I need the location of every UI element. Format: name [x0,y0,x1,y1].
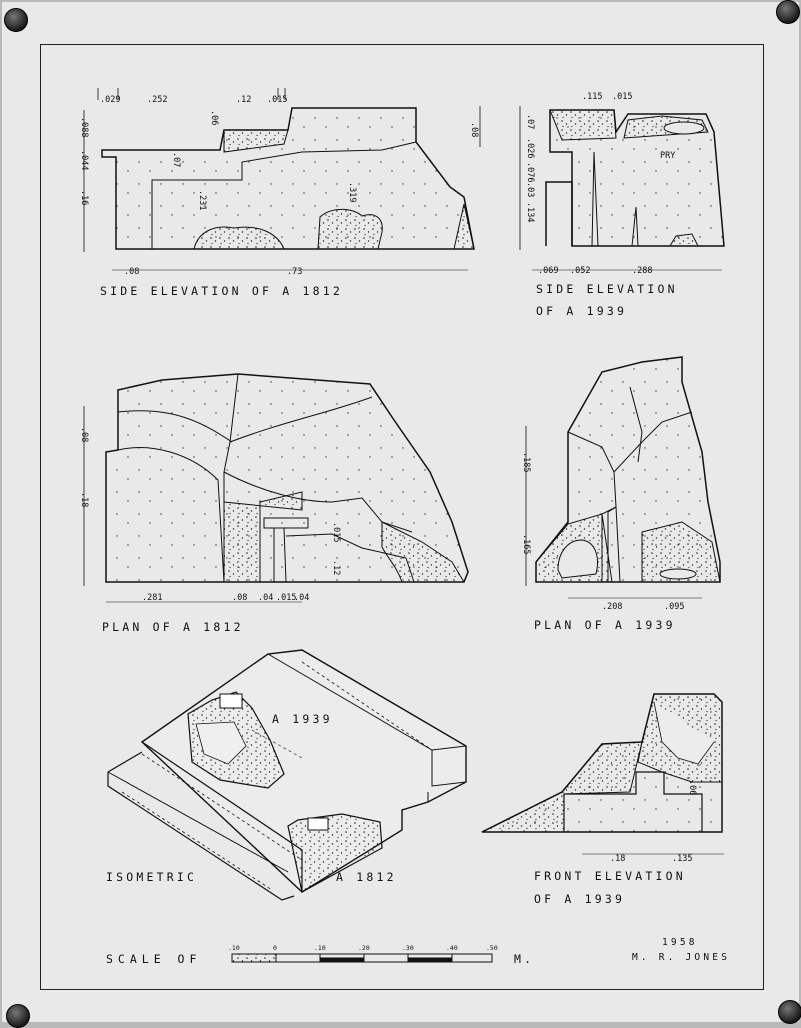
scale-bar [231,953,493,963]
dim-s1-right: .08 [469,122,479,137]
dim-p1-bottom-3: .04 [258,593,273,603]
caption-side-elevation-a1939-line1: SIDE ELEVATION [536,282,678,296]
pin-top-left [4,8,28,32]
caption-author: M. R. JONES [632,952,731,963]
isometric-view [107,649,467,901]
side-elevation-a1939 [519,106,725,271]
front-elevation-a1939 [481,693,724,855]
dim-f-inner: .06 [687,780,697,795]
dim-s2-left-2: .026 [525,138,535,158]
caption-scale: SCALE OF [106,952,202,966]
dim-s1-left-2: .044 [79,150,89,170]
scale-tick-3: .10 [314,944,326,952]
scale-tick-1: .10 [228,944,240,952]
dim-s1-left-1: .088 [79,117,89,137]
dim-s1-inner-4: .319 [347,182,357,202]
dim-s1-top-4: .015 [267,95,287,105]
dim-s2-top-1: .115 [582,92,602,102]
dim-p2-bottom-2: .095 [664,602,684,612]
dim-s2-top-2: .015 [612,92,632,102]
dim-s1-top-3: .12 [236,95,251,105]
dim-p2-left-2: .165 [521,534,531,554]
dim-p1-left-1: .08 [79,427,89,442]
dim-s2-bottom-2: .052 [570,266,590,276]
dim-p1-bottom-5: .04 [294,593,309,603]
dim-p1-inner-1: .015 [331,522,341,542]
dim-s2-bottom-1: .069 [538,266,558,276]
dim-s1-left-3: .16 [79,190,89,205]
side-elevation-a1812 [83,88,481,271]
caption-side-elevation-a1939-line2: OF A 1939 [536,304,628,318]
label-pry: PRY [660,151,675,161]
dim-s2-left-1: .07 [525,114,535,129]
scale-tick-5: .30 [402,944,414,952]
dim-s1-inner-1: .06 [209,110,219,125]
caption-plan-a1939: PLAN OF A 1939 [534,618,676,632]
dim-p1-bottom-2: .08 [232,593,247,603]
dim-s1-top-2: .252 [147,95,167,105]
pin-bottom-right [778,1000,801,1024]
caption-front-elevation-line2: OF A 1939 [534,892,626,906]
dim-s1-inner-2: .07 [171,152,181,167]
plan-a1939 [525,356,721,599]
dim-s1-bottom-1: .08 [124,267,139,277]
caption-iso-a1812: A 1812 [336,870,397,884]
dim-s2-bottom-3: .288 [632,266,652,276]
dim-p1-bottom-4: .015 [276,593,296,603]
dim-s1-bottom-2: .73 [287,267,302,277]
dim-f-bottom-1: .18 [610,854,625,864]
dim-p2-bottom-1: .208 [602,602,622,612]
caption-plan-a1812: PLAN OF A 1812 [102,620,244,634]
plan-a1812 [83,373,469,603]
dim-s1-inner-3: .231 [197,190,207,210]
scale-tick-4: .20 [358,944,370,952]
caption-year: 1958 [662,937,698,948]
dim-s2-left-4: .03 [525,182,535,197]
drawing-border [40,44,764,990]
dim-f-bottom-2: .135 [672,854,692,864]
scale-tick-2: 0 [273,944,277,952]
dim-p1-left-2: .18 [79,492,89,507]
dim-p1-inner-2: .12 [331,560,341,575]
scale-tick-7: .50 [486,944,498,952]
caption-front-elevation-line1: FRONT ELEVATION [534,869,686,883]
caption-iso-a1939: A 1939 [272,712,333,726]
caption-isometric: ISOMETRIC [106,870,198,884]
dim-s1-top-1: .029 [100,95,120,105]
pin-bottom-left [6,1004,30,1028]
pin-top-right [776,0,800,24]
dim-p2-left-1: .185 [521,452,531,472]
caption-scale-unit: M. [514,952,535,966]
dim-s2-left-5: .134 [525,202,535,222]
caption-side-elevation-a1812: SIDE ELEVATION OF A 1812 [100,284,343,298]
scale-tick-6: .40 [446,944,458,952]
dim-s2-left-3: .076 [525,162,535,182]
dim-p1-bottom-1: .281 [142,593,162,603]
